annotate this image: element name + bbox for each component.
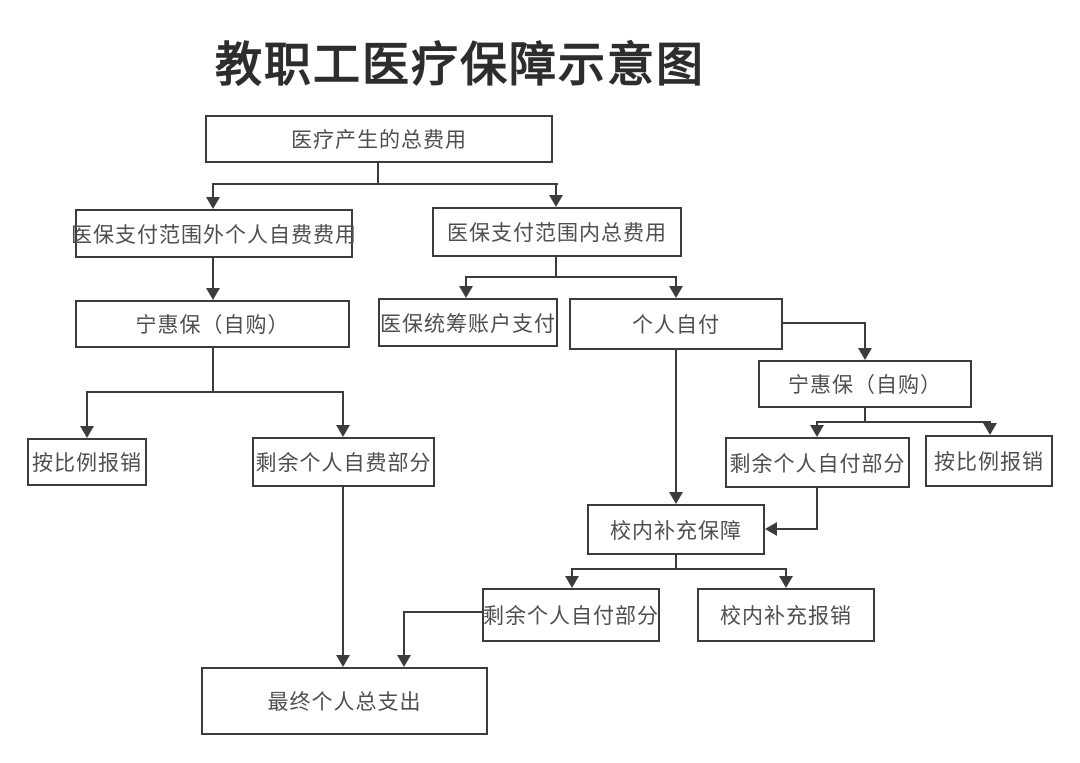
connector-line xyxy=(864,322,866,349)
connector-line xyxy=(212,256,214,289)
node-remaining-self-pay-right: 剩余个人自付部分 xyxy=(725,437,910,488)
arrow-down-icon xyxy=(779,576,793,588)
diagram-title: 教职工医疗保障示意图 xyxy=(215,38,705,91)
arrow-down-icon xyxy=(669,286,683,298)
connector-line xyxy=(465,276,467,287)
arrow-down-icon xyxy=(549,195,563,207)
node-remaining-self-pay-bottom: 剩余个人自付部分 xyxy=(482,588,660,642)
arrow-down-icon xyxy=(336,655,350,667)
connector-line xyxy=(403,611,405,655)
connector-line xyxy=(571,568,573,577)
connector-line xyxy=(781,322,866,324)
connector-line xyxy=(555,255,557,278)
arrow-down-icon xyxy=(336,425,350,437)
connector-line xyxy=(212,183,558,185)
connector-line xyxy=(675,276,677,287)
arrow-down-icon xyxy=(983,423,997,435)
arrow-down-icon xyxy=(459,286,473,298)
node-final-personal-total: 最终个人总支出 xyxy=(201,667,488,735)
node-ninghuibao-right: 宁惠保（自购） xyxy=(758,360,972,408)
arrow-down-icon xyxy=(669,492,683,504)
connector-line xyxy=(212,183,214,197)
connector-line xyxy=(816,486,818,530)
node-campus-supplement-guarantee: 校内补充保障 xyxy=(587,504,765,555)
arrow-down-icon xyxy=(80,426,94,438)
connector-line xyxy=(816,421,818,426)
connector-line xyxy=(864,406,866,423)
arrow-down-icon xyxy=(565,576,579,588)
connector-line xyxy=(675,553,677,570)
arrow-down-icon xyxy=(810,425,824,437)
connector-line xyxy=(571,568,787,570)
node-personal-pay: 个人自付 xyxy=(569,298,783,350)
connector-line xyxy=(342,485,344,655)
connector-line xyxy=(465,276,677,278)
arrow-left-icon xyxy=(765,522,777,536)
arrow-down-icon xyxy=(206,197,220,209)
arrow-down-icon xyxy=(858,348,872,360)
node-inside-scope-total: 医保支付范围内总费用 xyxy=(432,207,682,257)
connector-line xyxy=(675,348,677,493)
node-ratio-reimburse-right: 按比例报销 xyxy=(925,435,1053,487)
arrow-down-icon xyxy=(206,288,220,300)
node-remaining-self-funded: 剩余个人自费部分 xyxy=(252,437,435,487)
node-campus-reimburse: 校内补充报销 xyxy=(697,588,875,642)
connector-line xyxy=(989,421,991,424)
connector-line xyxy=(785,568,787,577)
connector-line xyxy=(555,183,557,195)
node-ratio-reimburse-left: 按比例报销 xyxy=(27,438,147,486)
node-total-cost: 医疗产生的总费用 xyxy=(205,115,553,163)
arrow-down-icon xyxy=(397,655,411,667)
connector-line xyxy=(342,391,344,426)
connector-line xyxy=(377,161,379,185)
node-outside-scope-self-funded: 医保支付范围外个人自费费用 xyxy=(71,209,356,258)
node-ninghuibao-left: 宁惠保（自购） xyxy=(75,300,350,348)
connector-line xyxy=(212,346,214,393)
connector-line xyxy=(776,528,818,530)
node-pooled-account-payment: 医保统筹账户支付 xyxy=(378,298,558,347)
connector-line xyxy=(86,391,88,427)
connector-line xyxy=(816,421,991,423)
connector-line xyxy=(403,611,482,613)
connector-line xyxy=(86,391,344,393)
